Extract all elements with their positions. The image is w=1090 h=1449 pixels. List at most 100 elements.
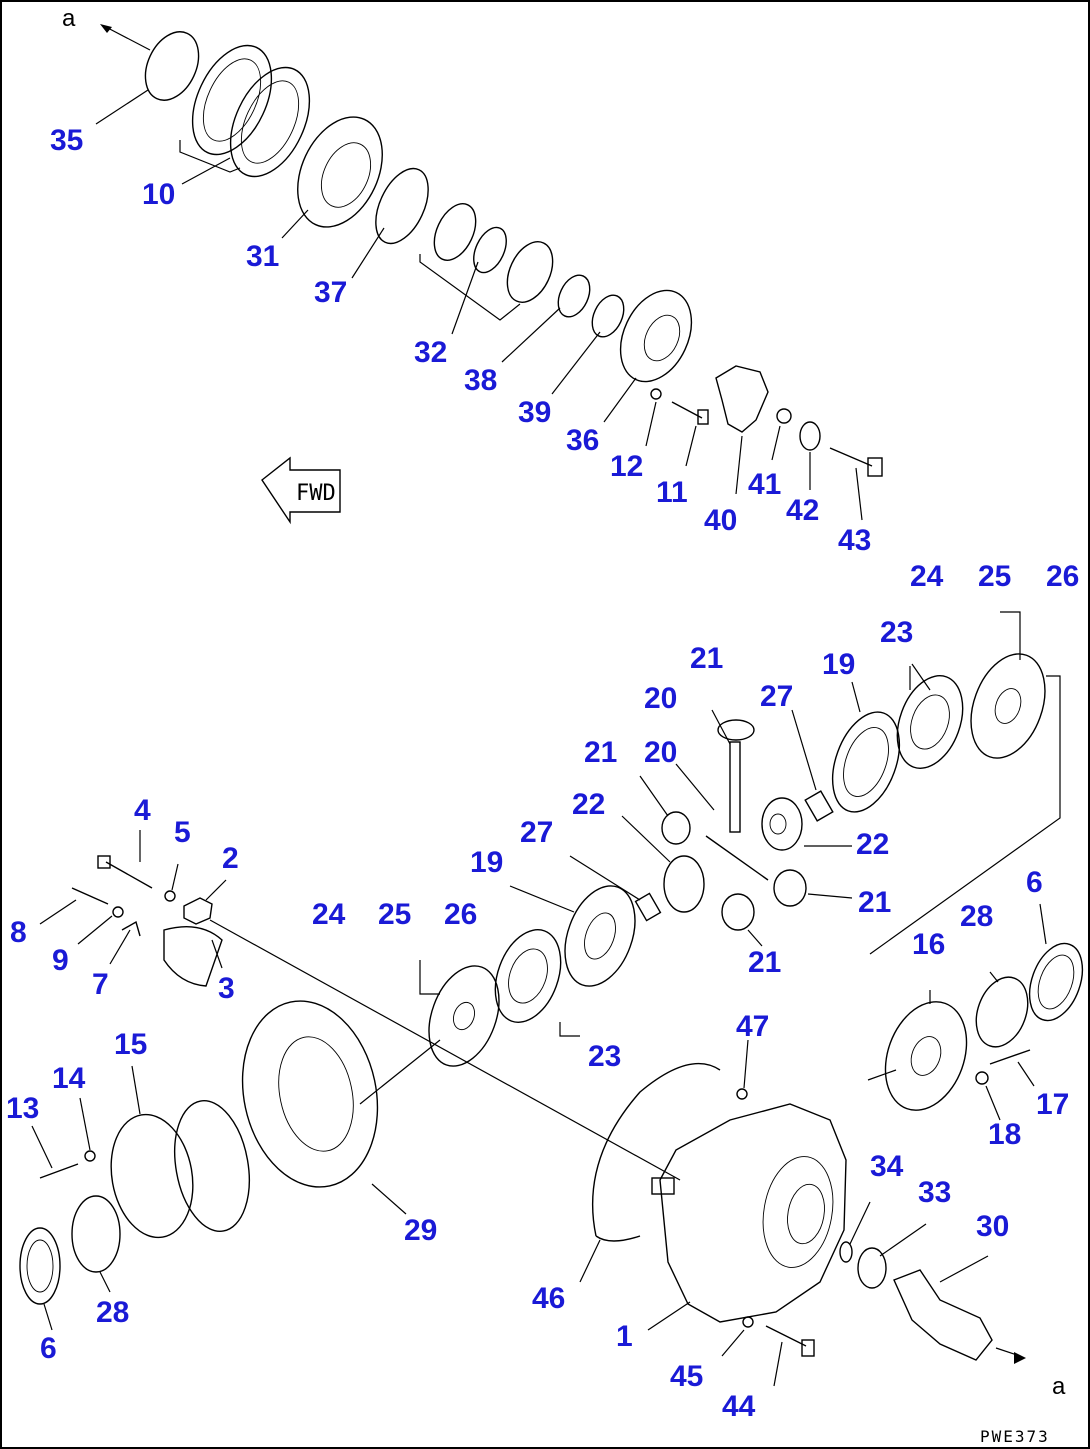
diff-housing (579, 1039, 847, 1387)
part-1-housing-inner (787, 1183, 825, 1245)
part-39-seal (591, 294, 625, 338)
callout-27-right: 27 (760, 680, 793, 713)
callout-19-right: 19 (822, 648, 855, 681)
part-38-seal (557, 274, 591, 318)
callout-37: 37 (314, 276, 347, 309)
callout-42: 42 (786, 494, 819, 527)
part-16-cap (884, 1001, 968, 1111)
part-40-yoke (715, 365, 769, 433)
callout-12: 12 (610, 450, 643, 483)
callout-13: 13 (6, 1092, 39, 1125)
part-46-gasket-end (595, 1235, 641, 1242)
callout-47: 47 (736, 1010, 769, 1043)
part-14-washer (84, 1150, 96, 1162)
callout-5: 5 (174, 816, 191, 849)
leader-32 (451, 261, 479, 335)
part-7-clip (121, 920, 141, 937)
callout-25-left: 25 (378, 898, 411, 931)
leader-21-left (639, 775, 669, 817)
leader-10 (181, 157, 231, 185)
part-10-plate-a-inner (202, 58, 262, 142)
callout-11: 11 (656, 476, 688, 509)
leader-8 (39, 899, 77, 925)
callout-14: 14 (52, 1062, 86, 1095)
callout-28-right: 28 (960, 900, 993, 933)
part-6-left-inner (26, 1239, 54, 1293)
callout-6-left: 6 (40, 1332, 57, 1365)
callout-33: 33 (918, 1176, 951, 1209)
part-10-plate-a (191, 44, 273, 156)
leader-41 (771, 425, 781, 461)
bearing-side-right (867, 903, 1084, 1121)
leader-15 (131, 1065, 141, 1115)
callout-22-right: 22 (856, 828, 889, 861)
part-26-right (970, 653, 1046, 759)
part-1-housing (659, 1103, 847, 1323)
callout-6-right: 6 (1026, 866, 1043, 899)
assembly-line-2-to-1 (209, 919, 681, 1181)
part-21-top (717, 719, 755, 741)
callout-45: 45 (670, 1360, 703, 1393)
part-43-bolt-head (867, 457, 883, 477)
leader-46 (579, 1239, 601, 1283)
leader-28-left (99, 1271, 111, 1293)
leader-19-left (509, 885, 575, 913)
part-41-oring (776, 408, 792, 424)
callout-32: 32 (414, 336, 447, 369)
ref-mark-a-bottom: a (1052, 1373, 1066, 1400)
callout-15: 15 (114, 1028, 147, 1061)
callout-20-top: 20 (644, 682, 677, 715)
leader-40 (735, 435, 743, 495)
part-10-plate-b-inner (240, 80, 300, 164)
bracket-23-left (559, 1022, 580, 1037)
part-32-race (473, 226, 507, 274)
ref-arrowhead-bottom (1014, 1352, 1026, 1364)
part-23-left (494, 929, 562, 1023)
part-31-housing-bore (320, 142, 372, 208)
part-32-bracket (419, 254, 521, 321)
left-hardware (39, 830, 681, 1181)
callout-2: 2 (222, 842, 239, 875)
part-12-washer (650, 388, 662, 400)
part-29-ring-gear-bore (278, 1036, 354, 1152)
callout-44: 44 (722, 1390, 756, 1423)
part-27-right (804, 790, 834, 822)
callout-17: 17 (1036, 1088, 1069, 1121)
part-28-right (975, 976, 1029, 1048)
fwd-arrow-outline (261, 456, 341, 525)
part-32-bearing-b (506, 241, 554, 303)
leader-27-left (569, 855, 641, 901)
leader-14 (79, 1097, 91, 1151)
callout-35: 35 (50, 124, 83, 157)
ref-arrowhead-top (100, 24, 112, 33)
callout-39: 39 (518, 396, 551, 429)
part-22-right-bore (769, 813, 787, 835)
ref-arrow-top (103, 25, 151, 51)
callout-26-left: 26 (444, 898, 477, 931)
part-21-bottom (721, 893, 755, 931)
callout-25-right: 25 (978, 560, 1011, 593)
part-26-left-bore (453, 1001, 475, 1031)
callout-23-right: 23 (880, 616, 913, 649)
callout-18: 18 (988, 1118, 1021, 1151)
part-9-washer (112, 906, 124, 918)
part-2-lock (183, 897, 213, 925)
part-18-washer (975, 1071, 989, 1085)
callout-7: 7 (92, 968, 109, 1001)
callout-1: 1 (616, 1320, 633, 1353)
leader-45 (721, 1329, 745, 1357)
callout-36: 36 (566, 424, 599, 457)
callout-10: 10 (142, 178, 175, 211)
part-32-bearing-a (433, 203, 477, 261)
part-19-right (831, 711, 901, 813)
part-8-bolt (71, 887, 109, 905)
part-20-shaft-diagonal (705, 835, 769, 881)
callout-16: 16 (912, 928, 945, 961)
leader-38 (501, 307, 561, 363)
leader-7 (109, 929, 131, 965)
callout-40: 40 (704, 504, 737, 537)
part-6-right (1028, 942, 1084, 1022)
callout-31: 31 (246, 240, 279, 273)
part-44-bolt (765, 1325, 807, 1347)
